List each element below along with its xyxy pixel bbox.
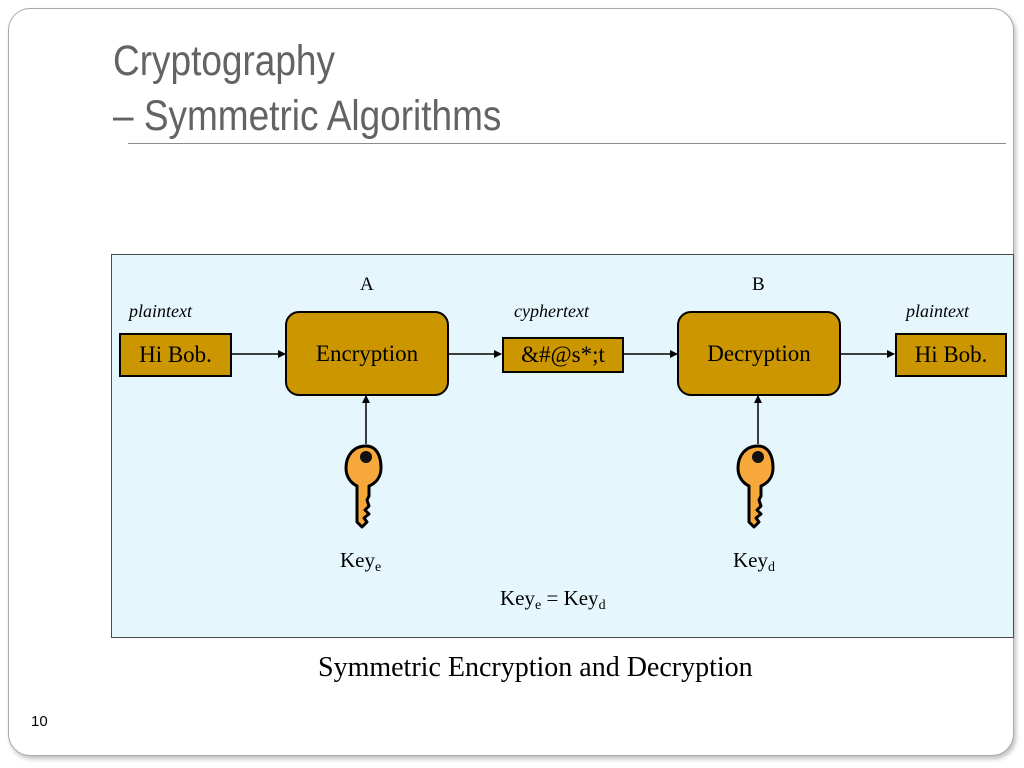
diagram-caption: Symmetric Encryption and Decryption [318, 652, 753, 683]
label-a: A [360, 274, 374, 295]
equation-right-sub: d [598, 598, 606, 613]
encryption-label: Encryption [315, 340, 419, 366]
equation-operator: = [546, 586, 559, 610]
key-e-base: Key [340, 548, 375, 572]
diagram-panel [111, 254, 1014, 638]
equation-right-base: Key [563, 586, 599, 610]
slide-title: Cryptography – Symmetric Algorithms [113, 34, 501, 144]
key-d-label: Keyd [733, 550, 775, 575]
label-b: B [752, 274, 765, 295]
plaintext-input-box: Hi Bob. [119, 333, 232, 377]
page-number: 10 [31, 713, 48, 730]
plaintext-output-box: Hi Bob. [895, 333, 1007, 377]
plaintext-left-label: plaintext [129, 301, 192, 321]
ciphertext-value: &#@s*;t [521, 342, 605, 367]
equation-left-base: Key [500, 586, 535, 610]
equation-left-sub: e [535, 598, 542, 613]
ciphertext-label: cyphertext [514, 301, 589, 321]
key-icon [736, 444, 775, 529]
decryption-label: Decryption [707, 340, 811, 366]
key-equation: Keye = Keyd [500, 588, 606, 613]
key-d-base: Key [733, 548, 768, 572]
key-e-label: Keye [340, 550, 381, 575]
plaintext-right-label: plaintext [906, 301, 969, 321]
key-d-sub: d [768, 560, 775, 575]
plaintext-input-text: Hi Bob. [139, 342, 212, 367]
encryption-box: Encryption [285, 311, 449, 396]
slide-title-line-1: Cryptography [113, 37, 336, 85]
plaintext-output-text: Hi Bob. [914, 342, 988, 367]
ciphertext-box: &#@s*;t [502, 337, 624, 373]
slide-title-line-2: – Symmetric Algorithms [113, 92, 502, 140]
decryption-box: Decryption [677, 311, 841, 396]
key-icon [344, 444, 383, 529]
key-e-sub: e [375, 560, 382, 575]
title-underline [128, 143, 1006, 144]
